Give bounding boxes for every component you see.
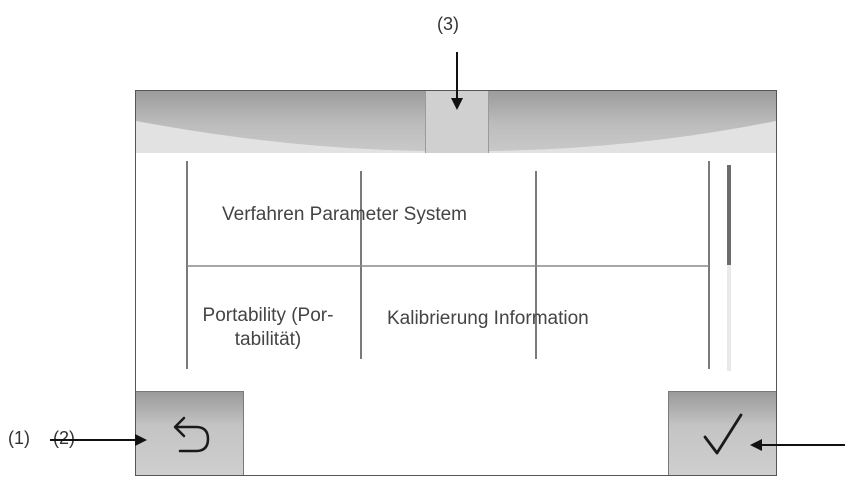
checkmark-icon (703, 413, 742, 454)
callout-label-1: (1) (8, 428, 30, 448)
menu-items-row-2[interactable]: Kalibrierung Information (387, 308, 589, 329)
device-screen: Verfahren Parameter System Portability (… (135, 90, 777, 476)
scrollbar-thumb[interactable] (727, 165, 731, 265)
undo-arrow-icon (173, 416, 209, 452)
top-bar-shading (136, 121, 776, 153)
scrollbar-track[interactable] (727, 165, 731, 371)
callout-label-2: (2) (53, 428, 75, 448)
menu-items-row-1[interactable]: Verfahren Parameter System (222, 204, 467, 225)
callout-label-3: (3) (437, 14, 459, 34)
menu-item-portability[interactable]: Portability (Por- tabilität) (202, 305, 334, 350)
confirm-button[interactable] (668, 391, 776, 475)
menu-grid (186, 161, 710, 369)
back-button[interactable] (136, 391, 244, 475)
